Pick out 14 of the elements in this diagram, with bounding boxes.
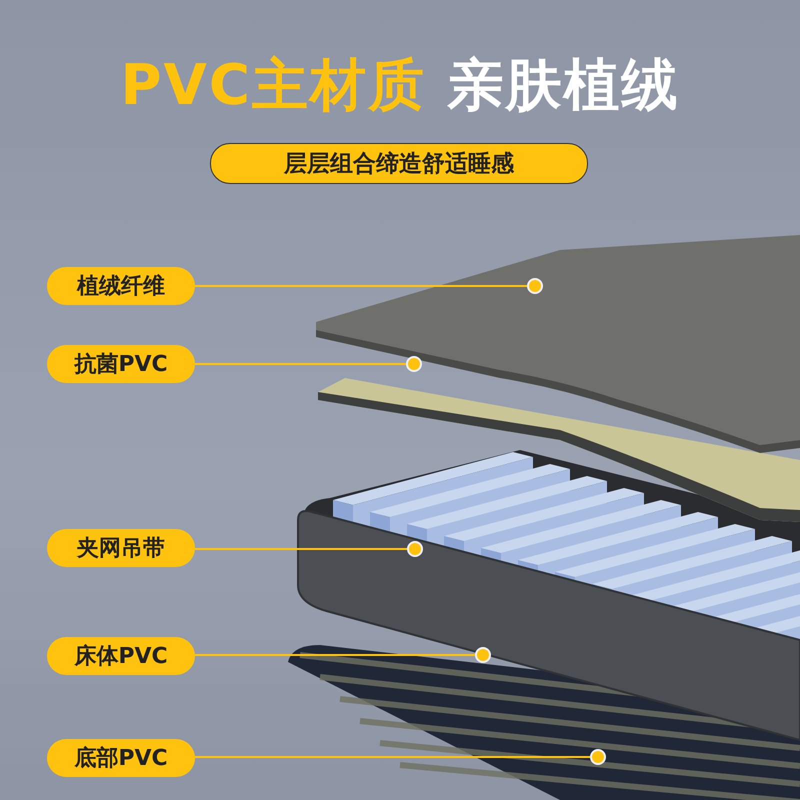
leader-line xyxy=(195,548,407,550)
leader-line xyxy=(195,756,590,758)
leader-line xyxy=(195,654,475,656)
leader-line xyxy=(195,363,406,365)
layer-label: 夹网吊带 xyxy=(47,529,195,567)
leader-line xyxy=(195,285,527,287)
marker-dot xyxy=(406,356,422,372)
subtitle-banner: 层层组合缔造舒适睡感 xyxy=(210,143,588,184)
title: PVC主材质 亲肤植绒 xyxy=(120,52,680,120)
layer-label: 抗菌PVC xyxy=(47,345,195,383)
marker-dot xyxy=(475,647,491,663)
layer-label: 底部PVC xyxy=(47,739,195,777)
layer-label: 床体PVC xyxy=(47,637,195,675)
layer-label: 植绒纤维 xyxy=(47,267,195,305)
